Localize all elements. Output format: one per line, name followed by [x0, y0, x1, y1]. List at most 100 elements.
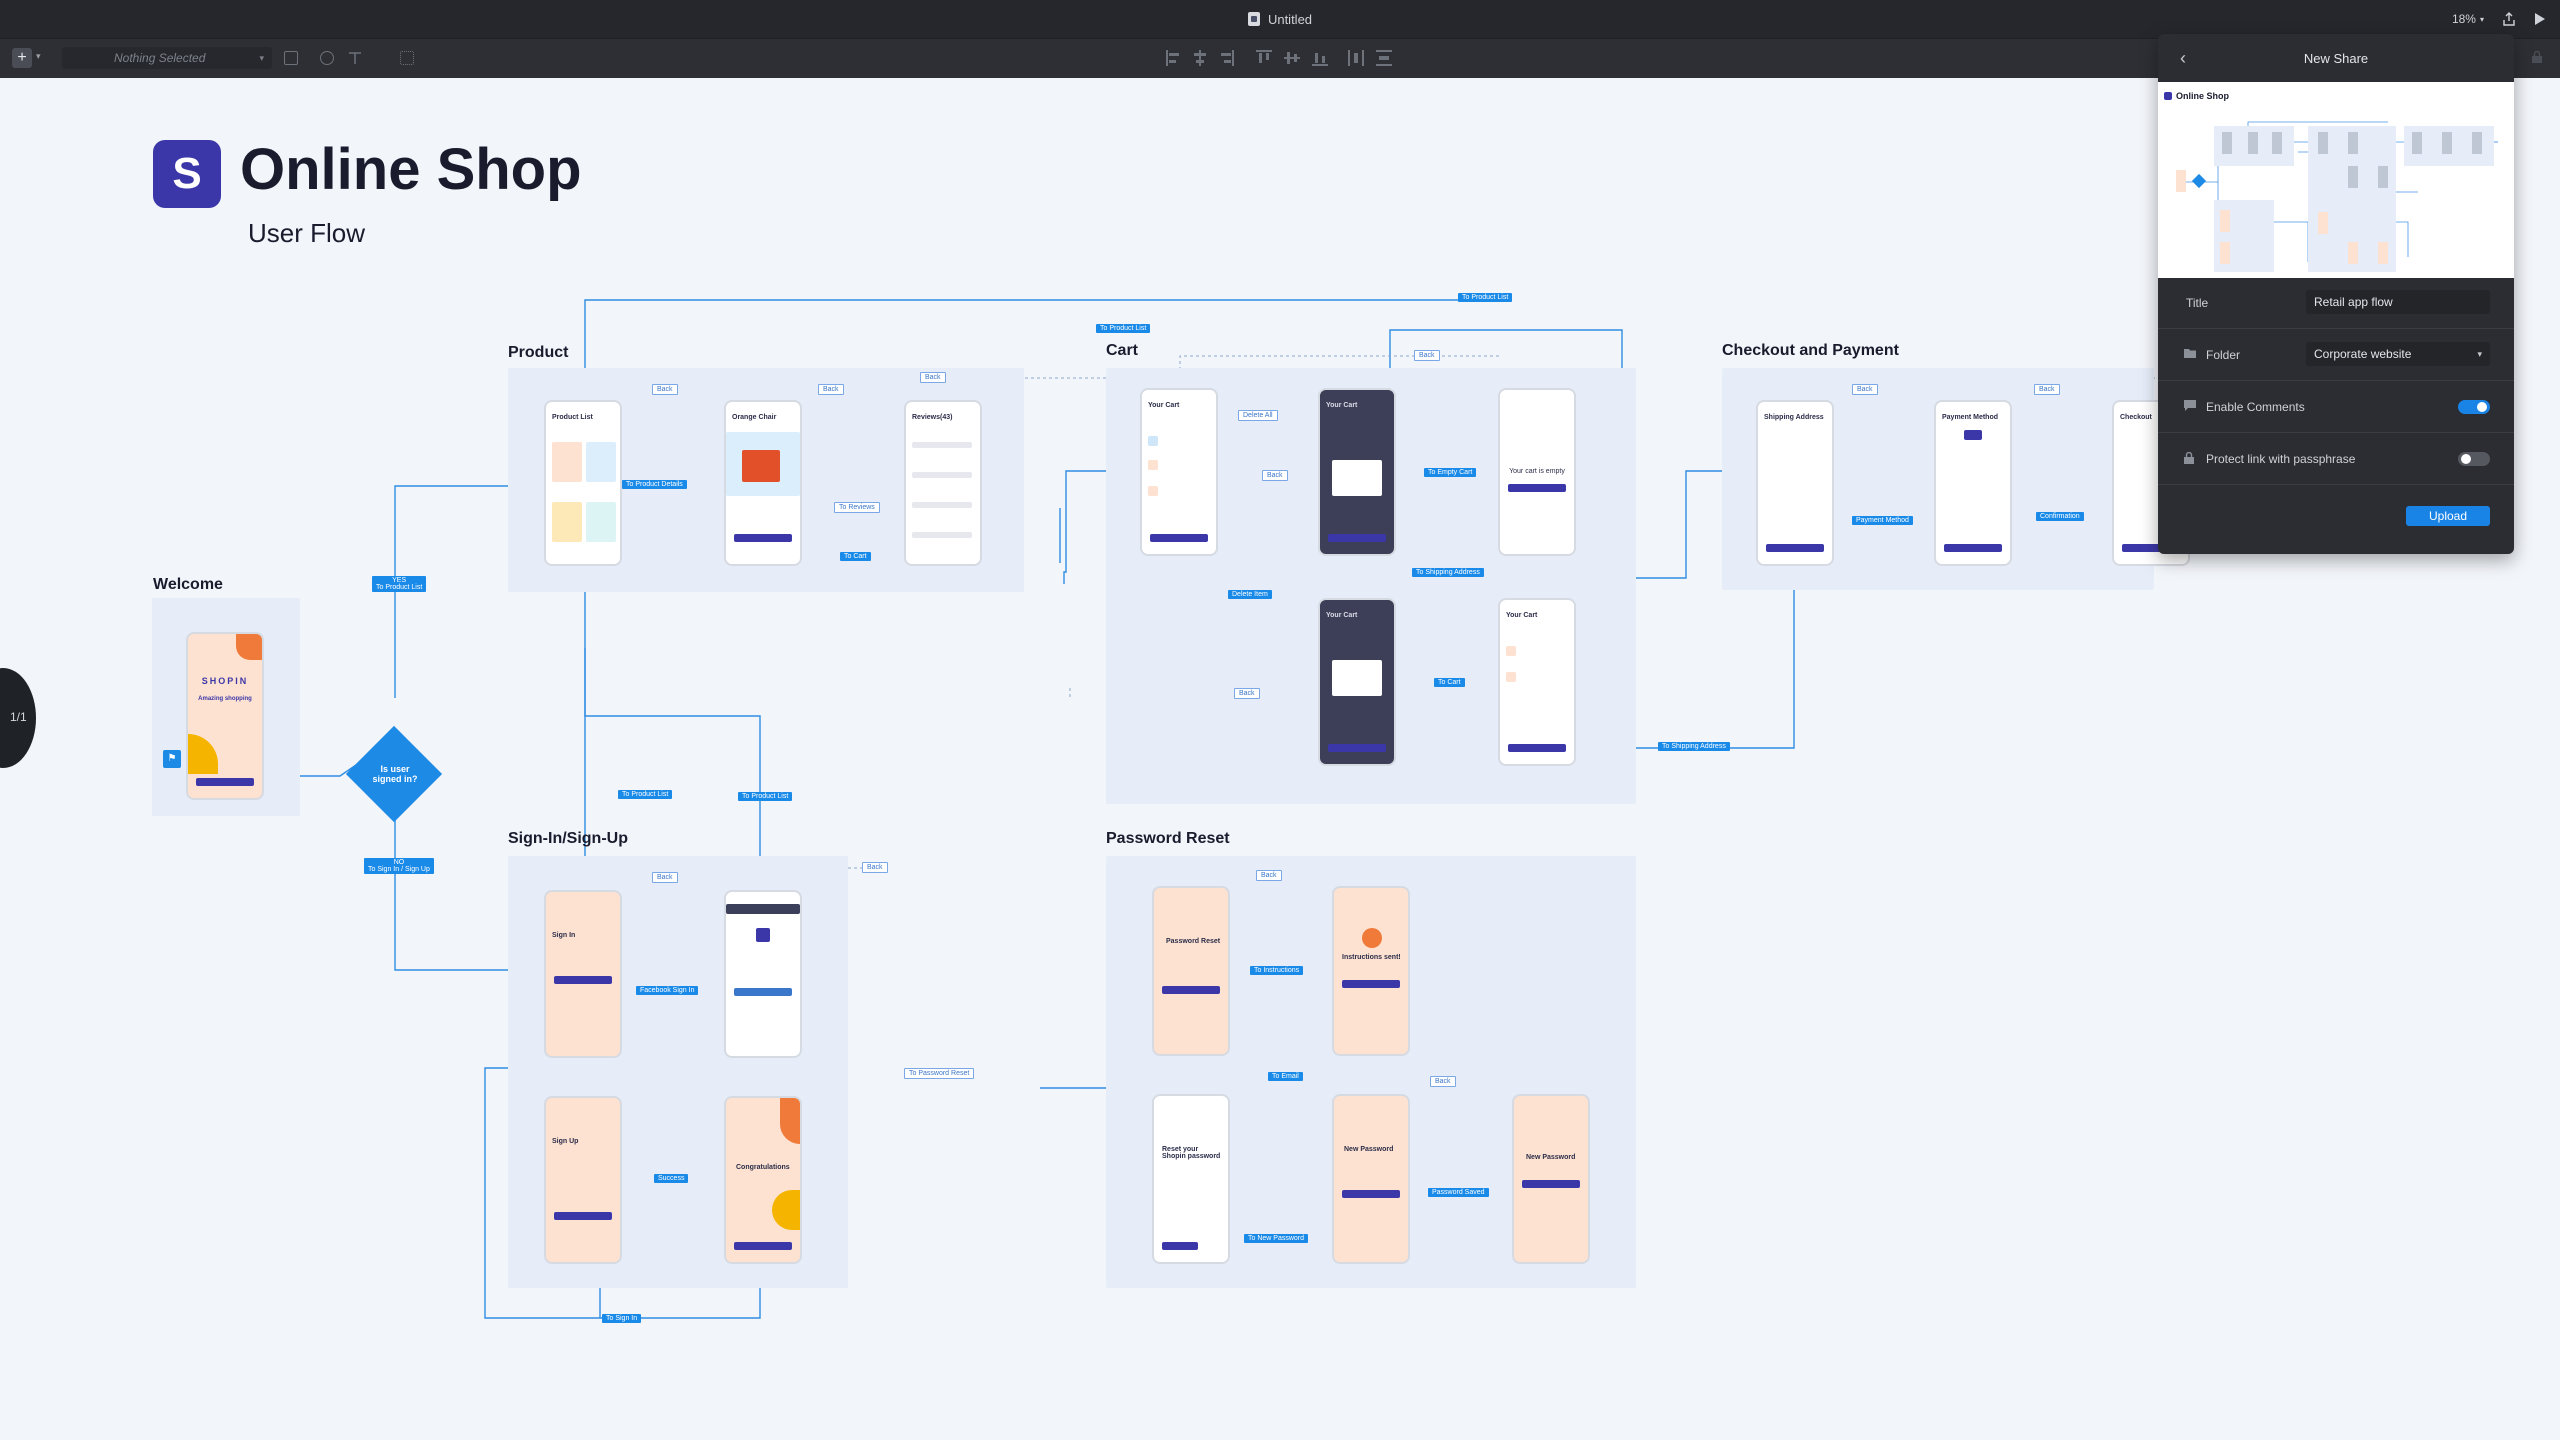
tag-back[interactable]: Back: [862, 862, 888, 873]
screen-new-password[interactable]: New Password: [1332, 1094, 1410, 1264]
screen-product-list[interactable]: Product List: [544, 400, 622, 566]
screen-payment-method[interactable]: Payment Method: [1934, 400, 2012, 566]
tag-to-cart[interactable]: To Cart: [1434, 678, 1465, 687]
zoom-level: 18%: [2451, 12, 2476, 26]
tag-to-product-list[interactable]: To Product List: [738, 792, 793, 801]
screen-orange-chair[interactable]: Orange Chair: [724, 400, 802, 566]
folder-select[interactable]: Corporate website▾: [2306, 342, 2490, 366]
tag-back[interactable]: Back: [1234, 688, 1260, 699]
welcome-start-button: [196, 778, 254, 786]
screen-password-reset[interactable]: Password Reset: [1152, 886, 1230, 1056]
flag-icon: ⚑: [163, 750, 181, 768]
screen-title: Payment Method: [1942, 414, 1999, 421]
canvas[interactable]: S Online Shop User Flow 1/1 Welcome Prod…: [0, 78, 2560, 1440]
tag-to-shipping-address[interactable]: To Shipping Address: [1658, 742, 1730, 751]
tag-to-shipping-address[interactable]: To Shipping Address: [1412, 568, 1484, 577]
preview-logo: [2164, 92, 2172, 100]
add-button[interactable]: +: [12, 48, 32, 68]
screen-shipping-address[interactable]: Shipping Address: [1756, 400, 1834, 566]
tag-password-saved[interactable]: Password Saved: [1428, 1188, 1489, 1197]
upload-button[interactable]: Upload: [2406, 506, 2490, 526]
align-right-icon[interactable]: [1218, 50, 1234, 66]
tag-payment-method[interactable]: Payment Method: [1852, 516, 1913, 525]
tag-back[interactable]: Back: [652, 872, 678, 883]
tag-delete-item[interactable]: Delete Item: [1228, 590, 1272, 599]
tag-back[interactable]: Back: [652, 384, 678, 395]
align-top-icon[interactable]: [1256, 50, 1272, 66]
canvas-subtitle: User Flow: [248, 218, 366, 248]
edit-icon[interactable]: [284, 51, 298, 65]
screen-cart-delete-item[interactable]: Your Cart: [1318, 598, 1396, 766]
tag-delete-all[interactable]: Delete All: [1238, 410, 1278, 421]
section-label-product: Product: [508, 344, 569, 361]
screen-cart-delete-all[interactable]: Your Cart: [1318, 388, 1396, 556]
title-input[interactable]: Retail app flow: [2306, 290, 2490, 314]
screen-cart-empty[interactable]: Your cart is empty: [1498, 388, 1576, 556]
play-preview-icon[interactable]: [2534, 12, 2546, 26]
tag-to-empty-cart[interactable]: To Empty Cart: [1424, 468, 1477, 477]
distribute-horizontal-icon[interactable]: [1348, 50, 1364, 66]
tag-confirmation[interactable]: Confirmation: [2036, 512, 2084, 521]
tag-back[interactable]: Back: [1414, 350, 1440, 361]
screen-title: Product List: [552, 414, 593, 421]
distribute-vertical-icon[interactable]: [1376, 50, 1392, 66]
screen-reviews[interactable]: Reviews(43): [904, 400, 982, 566]
add-menu-chevron-icon[interactable]: ▾: [36, 51, 41, 61]
lock-icon[interactable]: [2532, 50, 2542, 63]
tag-back[interactable]: Back: [1256, 870, 1282, 881]
tag-to-new-password[interactable]: To New Password: [1244, 1234, 1309, 1243]
tag-back[interactable]: Back: [1852, 384, 1878, 395]
section-label-welcome: Welcome: [153, 576, 223, 593]
tag-facebook-sign-in[interactable]: Facebook Sign In: [636, 986, 699, 995]
tag-back[interactable]: Back: [920, 372, 946, 383]
screen-sign-in[interactable]: Sign In: [544, 890, 622, 1058]
protect-toggle[interactable]: [2458, 452, 2490, 466]
tag-to-instructions[interactable]: To Instructions: [1250, 966, 1304, 975]
tag-to-product-list[interactable]: To Product List: [618, 790, 673, 799]
align-left-icon[interactable]: [1166, 50, 1182, 66]
zoom-control[interactable]: 18% ▾: [2452, 12, 2484, 26]
text-icon[interactable]: [348, 51, 362, 65]
canvas-title: Online Shop: [240, 137, 582, 202]
tag-back[interactable]: Back: [818, 384, 844, 395]
screen-welcome[interactable]: SHOPIN Amazing shopping: [186, 632, 264, 800]
screen-title: Reset your Shopin password: [1162, 1146, 1221, 1160]
screen-reset-email[interactable]: Reset your Shopin password: [1152, 1094, 1230, 1264]
selection-dropdown[interactable]: Nothing Selected ▾: [62, 47, 272, 69]
tag-to-product-details[interactable]: To Product Details: [622, 480, 687, 489]
layers-icon[interactable]: [320, 51, 334, 65]
document-title[interactable]: Untitled: [0, 0, 2560, 38]
tag-success[interactable]: Success: [654, 1174, 689, 1183]
align-bottom-icon[interactable]: [1312, 50, 1328, 66]
screen-sign-up[interactable]: Sign Up: [544, 1096, 622, 1264]
tag-to-product-list[interactable]: To Product List: [1096, 324, 1151, 333]
screen-facebook-sign-in[interactable]: [724, 890, 802, 1058]
share-folder-row: Folder Corporate website▾: [2158, 330, 2514, 381]
screen-your-cart[interactable]: Your Cart: [1140, 388, 1218, 556]
back-chevron-icon[interactable]: ‹: [2180, 48, 2186, 68]
align-center-icon[interactable]: [1192, 50, 1208, 66]
share-export-icon[interactable]: [2502, 12, 2516, 26]
screen-congratulations[interactable]: Congratulations: [724, 1096, 802, 1264]
screen-instructions-sent[interactable]: Instructions sent!: [1332, 886, 1410, 1056]
brand-logo: S: [153, 140, 221, 208]
tag-back[interactable]: Back: [1262, 470, 1288, 481]
comments-toggle[interactable]: [2458, 400, 2490, 414]
screen-new-password-saved[interactable]: New Password: [1512, 1094, 1590, 1264]
screen-cart-updated[interactable]: Your Cart: [1498, 598, 1576, 766]
align-middle-icon[interactable]: [1284, 50, 1300, 66]
tag-to-sign-in[interactable]: To Sign In: [602, 1314, 642, 1323]
screen-title: Your Cart: [1506, 612, 1538, 619]
tag-to-product-list[interactable]: To Product List: [1458, 293, 1513, 302]
tag-to-email[interactable]: To Email: [1268, 1072, 1303, 1081]
section-label-cart: Cart: [1106, 342, 1139, 359]
tag-back[interactable]: Back: [2034, 384, 2060, 395]
tag-to-reviews[interactable]: To Reviews: [834, 502, 880, 513]
tag-back[interactable]: Back: [1430, 1076, 1456, 1087]
grid-icon[interactable]: [400, 51, 414, 65]
tag-to-password-reset[interactable]: To Password Reset: [904, 1068, 975, 1079]
tag-to-cart[interactable]: To Cart: [840, 552, 871, 561]
